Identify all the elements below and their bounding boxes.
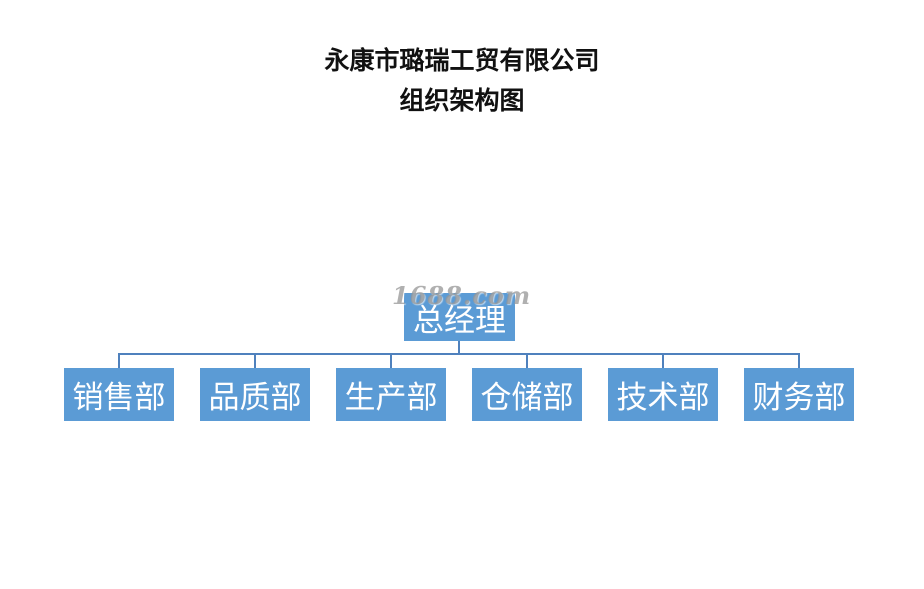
node-technology-dept: 技术部 <box>608 368 718 421</box>
chart-title-subtitle: 组织架构图 <box>399 86 525 115</box>
node-production-dept: 生产部 <box>336 368 446 421</box>
node-finance-dept: 财务部 <box>744 368 854 421</box>
node-warehouse-dept: 仓储部 <box>472 368 582 421</box>
horizontal-bus-line <box>118 353 800 355</box>
dept-stem-line <box>390 353 392 368</box>
node-quality-dept: 品质部 <box>200 368 310 421</box>
dept-stem-line <box>526 353 528 368</box>
dept-stem-line <box>662 353 664 368</box>
dept-stem-line <box>254 353 256 368</box>
chart-title-company: 永康市璐瑞工贸有限公司 <box>324 46 600 75</box>
dept-stem-line <box>798 353 800 368</box>
root-stem-line <box>458 341 460 354</box>
dept-stem-line <box>118 353 120 368</box>
node-general-manager: 总经理 <box>404 293 515 341</box>
node-sales-dept: 销售部 <box>64 368 174 421</box>
